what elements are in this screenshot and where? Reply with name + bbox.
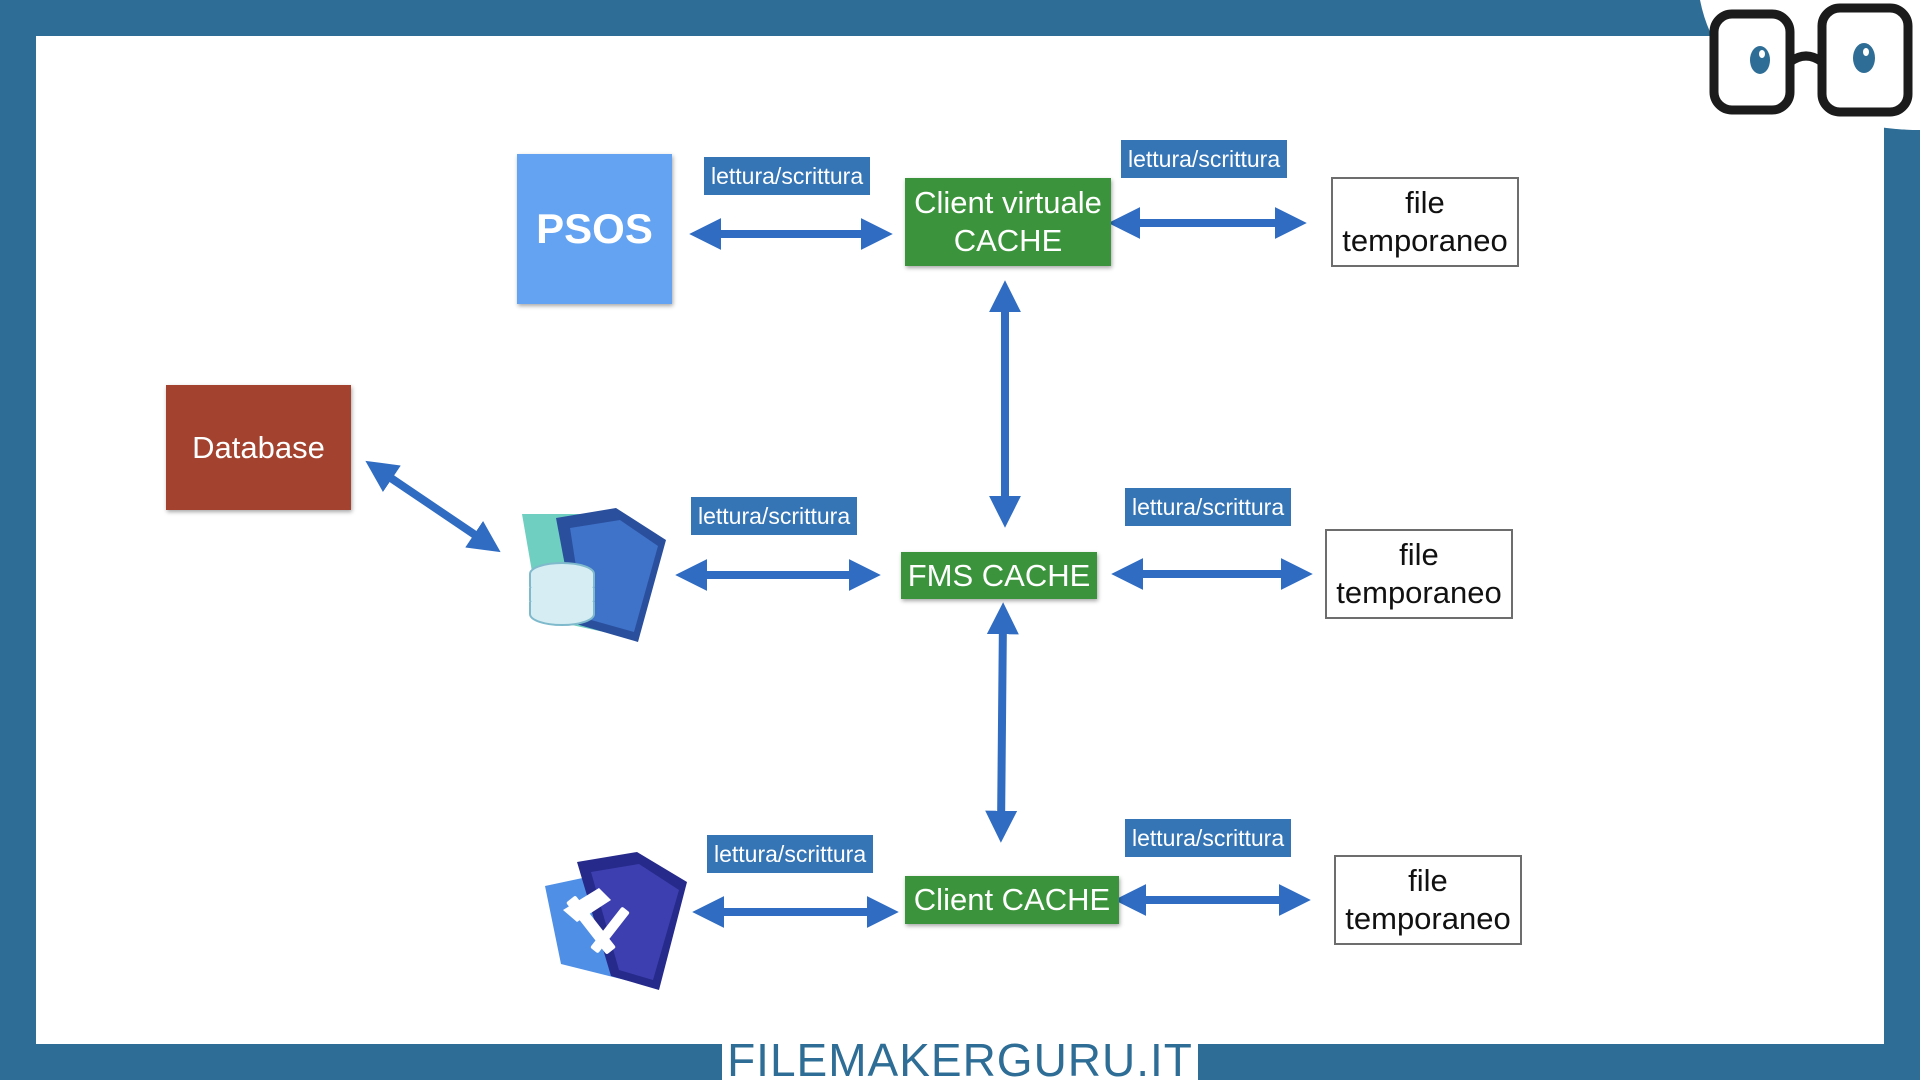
client-cache-box: Client CACHE [905,876,1119,924]
temp-file-line1: file [1405,185,1445,220]
client-virtual-cache-line2: CACHE [953,223,1063,258]
glasses-logo-icon [1700,0,1920,130]
temp-file-box: file temporaneo [1325,529,1513,619]
arrow-fms-client [985,602,1019,843]
temp-file-line2: temporaneo [1342,223,1508,258]
client-virtual-cache-line1: Client virtuale [914,185,1102,220]
filemaker-pro-icon [545,852,687,990]
filemaker-server-icon [522,508,666,642]
edge-label: lettura/scrittura [691,497,858,535]
edge-label: lettura/scrittura [1125,488,1292,526]
brand-footer: FILEMAKERGURU.IT [722,1040,1198,1080]
database-box: Database [166,385,351,510]
temp-file-box: file temporaneo [1331,177,1519,267]
temp-file-line1: file [1399,537,1439,572]
arrow-db-server [365,460,501,553]
edge-label: lettura/scrittura [704,157,871,195]
temp-file-line2: temporaneo [1336,575,1502,610]
temp-file-box: file temporaneo [1334,855,1522,945]
edge-label: lettura/scrittura [1125,819,1292,857]
edge-label: lettura/scrittura [707,835,874,873]
client-virtual-cache-box: Client virtuale CACHE [905,178,1111,266]
temp-file-line1: file [1408,863,1448,898]
psos-box: PSOS [517,154,672,304]
temp-file-line2: temporaneo [1345,901,1511,936]
edge-label: lettura/scrittura [1121,140,1288,178]
fms-cache-box: FMS CACHE [901,552,1097,599]
